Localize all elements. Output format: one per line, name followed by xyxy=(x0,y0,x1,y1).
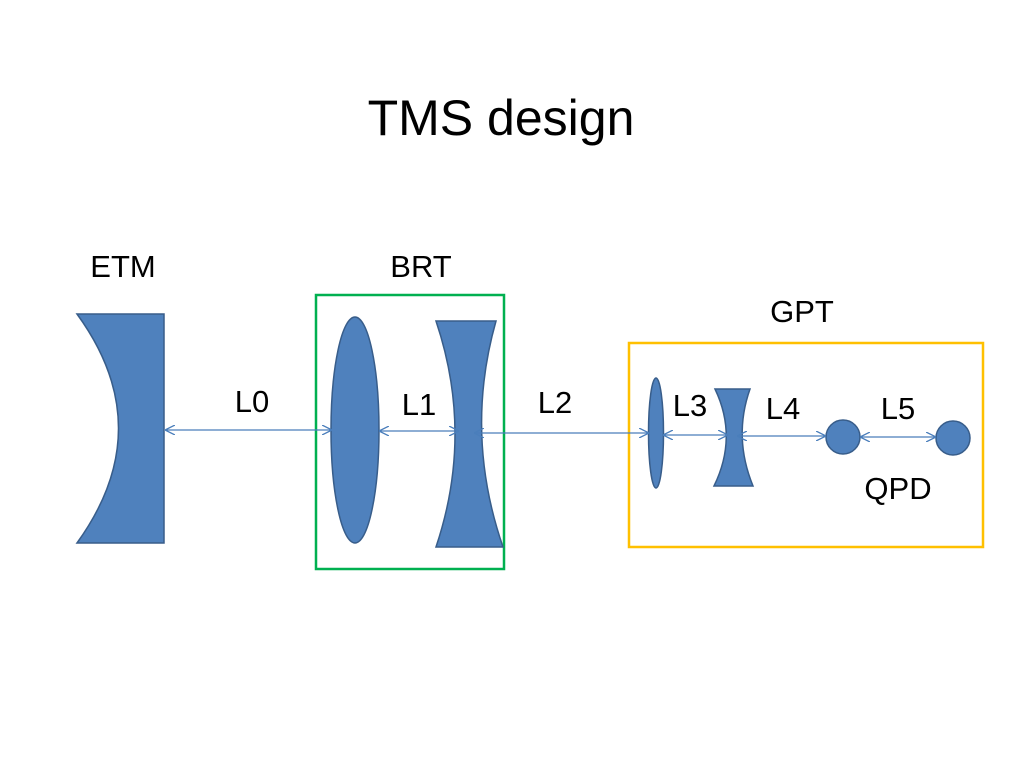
etm-mirror xyxy=(75,313,165,544)
l2-label: L2 xyxy=(537,385,573,420)
gpt-convex-lens xyxy=(647,377,665,489)
brt-convex-lens xyxy=(330,316,380,544)
page-title: TMS design xyxy=(367,90,635,146)
etm-label: ETM xyxy=(90,249,156,284)
l1-label: L1 xyxy=(401,387,437,422)
l3-label: L3 xyxy=(672,388,708,423)
gpt-label: GPT xyxy=(770,294,834,329)
gpt-box xyxy=(627,341,985,549)
l5-label: L5 xyxy=(880,391,916,426)
l4-label: L4 xyxy=(765,391,801,426)
brt-label: BRT xyxy=(390,249,452,284)
gpt-concave-lens xyxy=(712,388,755,487)
qpd-1 xyxy=(825,419,861,455)
brt-concave-lens xyxy=(434,320,505,548)
qpd-2 xyxy=(935,420,971,456)
qpd-label: QPD xyxy=(864,471,932,506)
l0-label: L0 xyxy=(234,384,270,419)
